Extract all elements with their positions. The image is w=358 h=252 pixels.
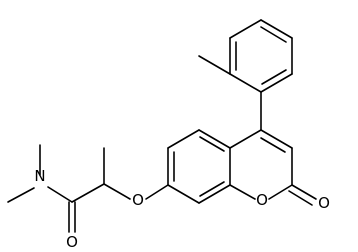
bond-c8-c8a	[198, 184, 231, 204]
bond-oether-ring	[145, 184, 169, 200]
bond-oring-c2	[268, 184, 293, 200]
bond-carbonyl-ch	[71, 183, 105, 203]
atom-label-o-ring: O	[256, 191, 268, 209]
bond-ch-oether	[103, 183, 131, 200]
atom-label-o-ether: O	[132, 191, 144, 209]
bond-aryl-1	[229, 73, 262, 93]
bond-c3-c4-inner	[260, 137, 286, 153]
bond-c7-c8	[167, 184, 200, 204]
bonds	[7, 19, 317, 233]
atom-label-o-lactone: O	[318, 194, 330, 212]
bond-c4a-c5	[198, 129, 231, 149]
bond-aryl-6-inner	[261, 69, 287, 85]
bond-aryl-4-inner	[260, 26, 287, 43]
bond-c3-c4	[260, 129, 293, 149]
bond-aryl-methyl	[198, 55, 231, 75]
bond-n-carbonyl	[47, 186, 73, 203]
bond-c4-c4a	[229, 129, 262, 149]
bond-aryl-6	[260, 73, 293, 93]
bond-c8a-oring	[229, 184, 256, 200]
bond-aryl-3	[229, 19, 262, 39]
bond-c2-olactone	[291, 184, 317, 200]
bond-c4a-c5-inner	[199, 136, 225, 152]
atom-label-o-carbonyl: O	[66, 233, 78, 251]
bond-aryl-4	[260, 19, 293, 39]
bond-n-methyl-left	[7, 187, 35, 203]
bond-c8-c8a-inner	[199, 181, 225, 197]
atom-label-n: N	[34, 167, 45, 185]
atom-labels: N O O O O	[34, 167, 330, 251]
bond-c2-olactone-b	[288, 190, 313, 206]
bond-c5-c6	[167, 129, 200, 149]
